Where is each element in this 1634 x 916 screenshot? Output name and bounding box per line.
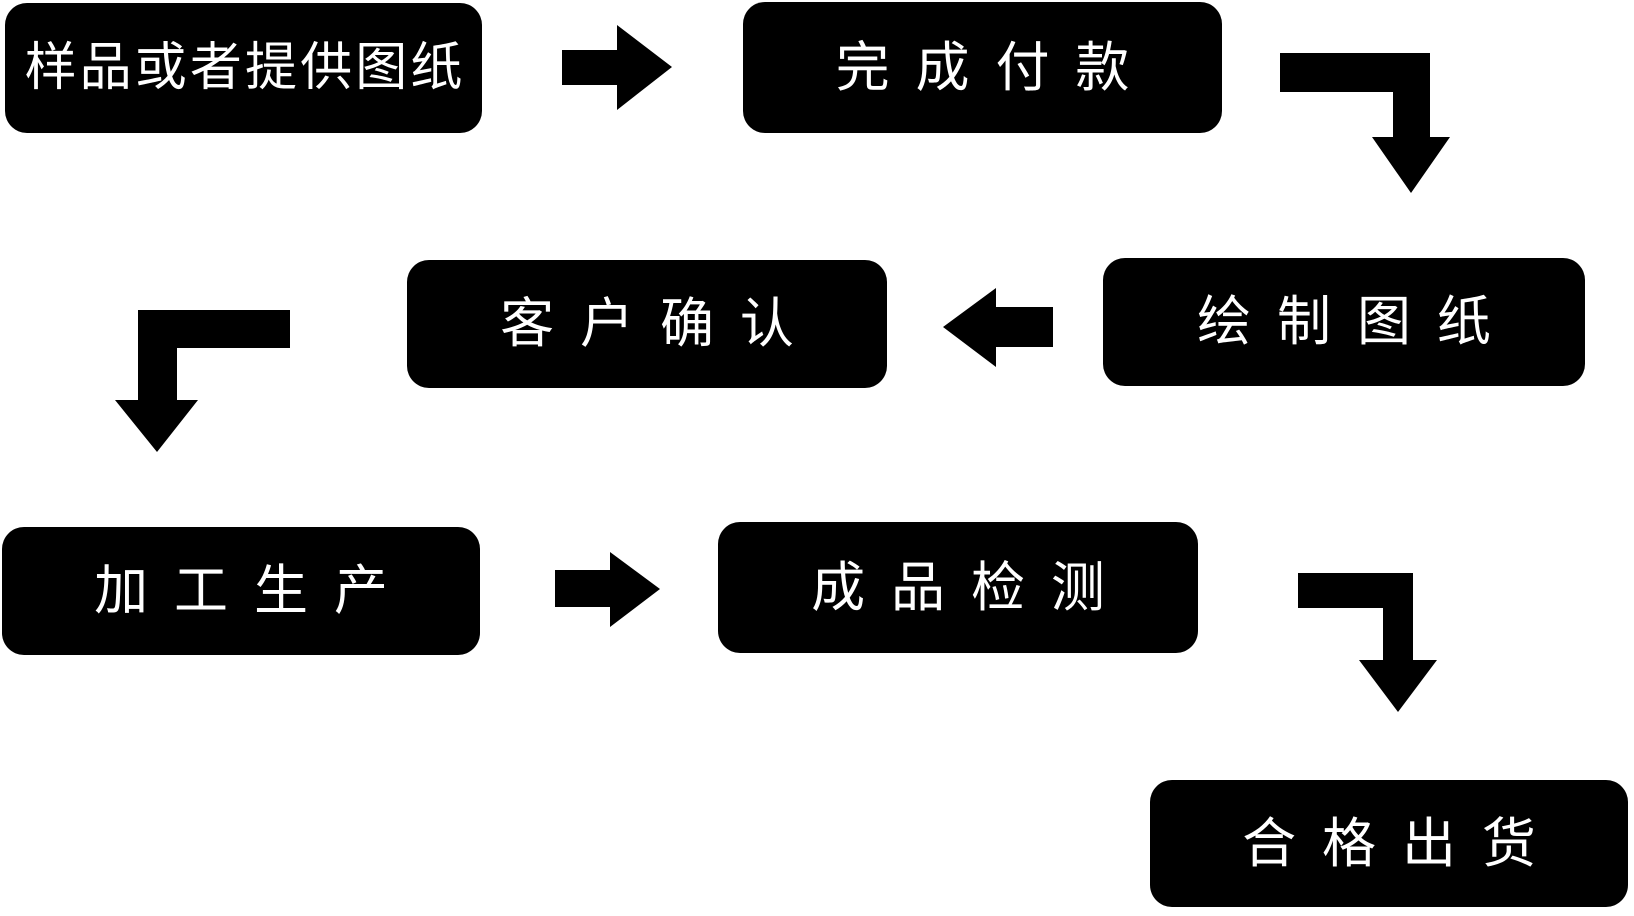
- node-qualified-shipment: 合格出货: [1150, 780, 1628, 907]
- arrow-left-icon: [943, 288, 1053, 367]
- node-draw-drawings: 绘制图纸: [1103, 258, 1585, 386]
- arrow-right-icon-1: [562, 25, 672, 110]
- elbow-arrow-right-down-icon-1: [1280, 53, 1450, 193]
- arrow-right-icon-2: [555, 552, 660, 627]
- node-complete-payment: 完成付款: [743, 2, 1222, 133]
- elbow-arrow-left-down-icon: [115, 310, 290, 452]
- node-finished-product-inspection: 成品检测: [718, 522, 1198, 653]
- node-customer-confirmation: 客户确认: [407, 260, 887, 388]
- node-processing-production: 加工生产: [2, 527, 480, 655]
- elbow-arrow-right-down-icon-2: [1298, 573, 1437, 712]
- node-sample-or-provide-drawing: 样品或者提供图纸: [5, 3, 482, 133]
